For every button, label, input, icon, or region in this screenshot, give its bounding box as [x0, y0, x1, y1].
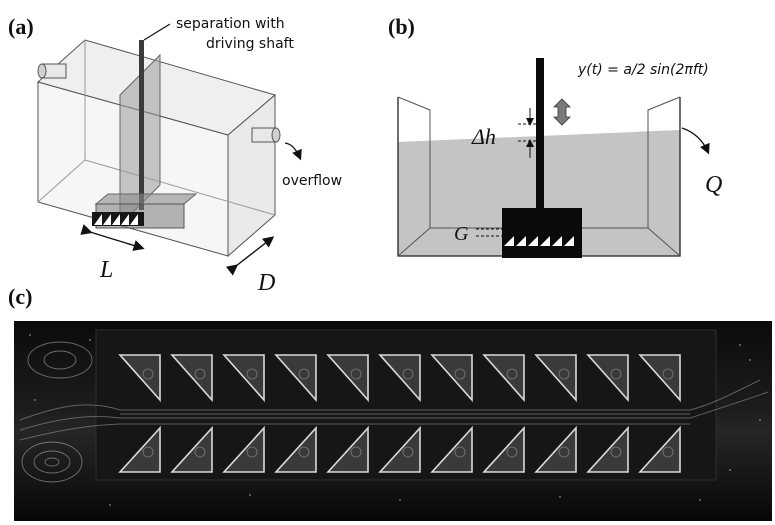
tooth-eddies: [142, 368, 674, 458]
left-vortex: [21, 341, 93, 483]
flow-photograph: [14, 321, 772, 521]
delta-h-marker: [518, 108, 540, 158]
overflow-arrow: [284, 142, 302, 161]
ratchet-block-b: [502, 208, 582, 258]
separation-label-line2: driving shaft: [206, 36, 294, 52]
panel-b-label: (b): [388, 14, 415, 39]
outlet-pipe: [251, 127, 281, 143]
ratchet-block: [92, 193, 198, 229]
inlet-pipe: [37, 63, 67, 79]
panel-a-label: (a): [8, 14, 34, 39]
motion-equation: y(t) = a/2 sin(2πft): [577, 62, 709, 78]
shaft-b: [536, 58, 544, 210]
length-dimension: [80, 224, 145, 251]
length-symbol: L: [99, 257, 113, 283]
depth-symbol: D: [257, 270, 275, 296]
delta-h-symbol: Δh: [471, 124, 496, 149]
panel-a: (a): [8, 14, 342, 296]
driving-shaft: [139, 40, 144, 210]
panel-b: (b): [388, 14, 722, 258]
panel-c: (c): [8, 284, 772, 521]
oscillation-arrow: [553, 98, 571, 126]
upper-teeth: [118, 354, 681, 403]
gap-symbol: G: [454, 223, 469, 245]
flow-symbol: Q: [705, 172, 722, 198]
outflow-arrow: [681, 127, 710, 155]
gap-marker: [476, 228, 502, 237]
separation-label-line1: separation with: [176, 16, 285, 32]
separation-pointer: [143, 23, 171, 41]
overflow-label: overflow: [282, 173, 342, 189]
depth-dimension: [225, 236, 275, 276]
panel-c-label: (c): [8, 284, 32, 309]
tracer-particles: [29, 334, 761, 506]
lower-teeth: [118, 425, 681, 473]
